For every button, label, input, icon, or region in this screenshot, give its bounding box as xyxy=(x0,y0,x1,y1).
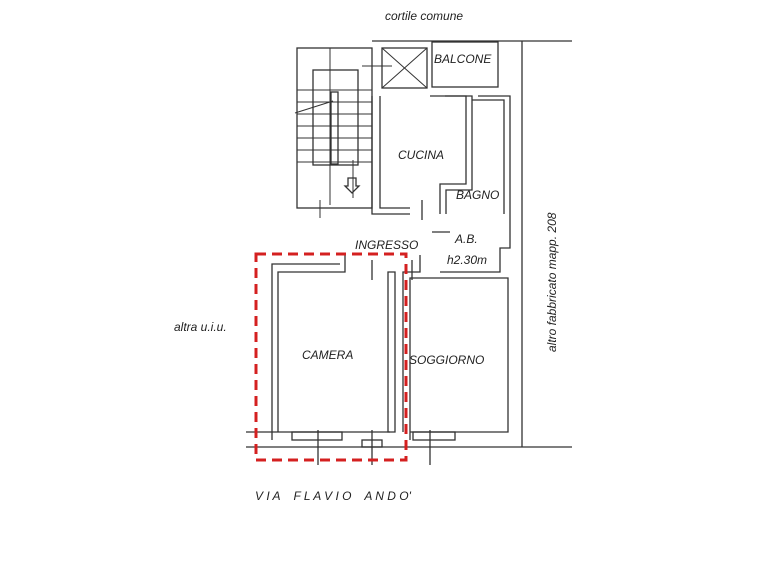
kitchen-label: CUCINA xyxy=(398,148,444,162)
ab-label: A.B. xyxy=(454,232,478,246)
street-label: V I A F L A V I O A N D O' xyxy=(255,489,412,503)
height-label: h2.30m xyxy=(447,253,487,267)
entrance-label: INGRESSO xyxy=(355,238,418,252)
other-unit-label: altra u.i.u. xyxy=(174,320,227,334)
bathroom-label: BAGNO xyxy=(456,188,499,202)
balcony-label: BALCONE xyxy=(434,52,492,66)
elevator xyxy=(362,47,428,89)
living-window xyxy=(412,431,456,441)
boundary-lines xyxy=(246,40,572,448)
other-building-label: altro fabbricato mapp. 208 xyxy=(545,212,559,352)
bedroom-vent xyxy=(361,439,383,448)
highlighted-unit-outline xyxy=(254,252,408,462)
living-room-label: SOGGIORNO xyxy=(409,353,484,367)
balcony xyxy=(431,41,499,88)
bedroom-label: CAMERA xyxy=(302,348,353,362)
stairwell xyxy=(294,47,373,218)
walls xyxy=(271,95,511,465)
courtyard-label: cortile comune xyxy=(385,9,463,23)
bedroom-window xyxy=(291,431,343,441)
